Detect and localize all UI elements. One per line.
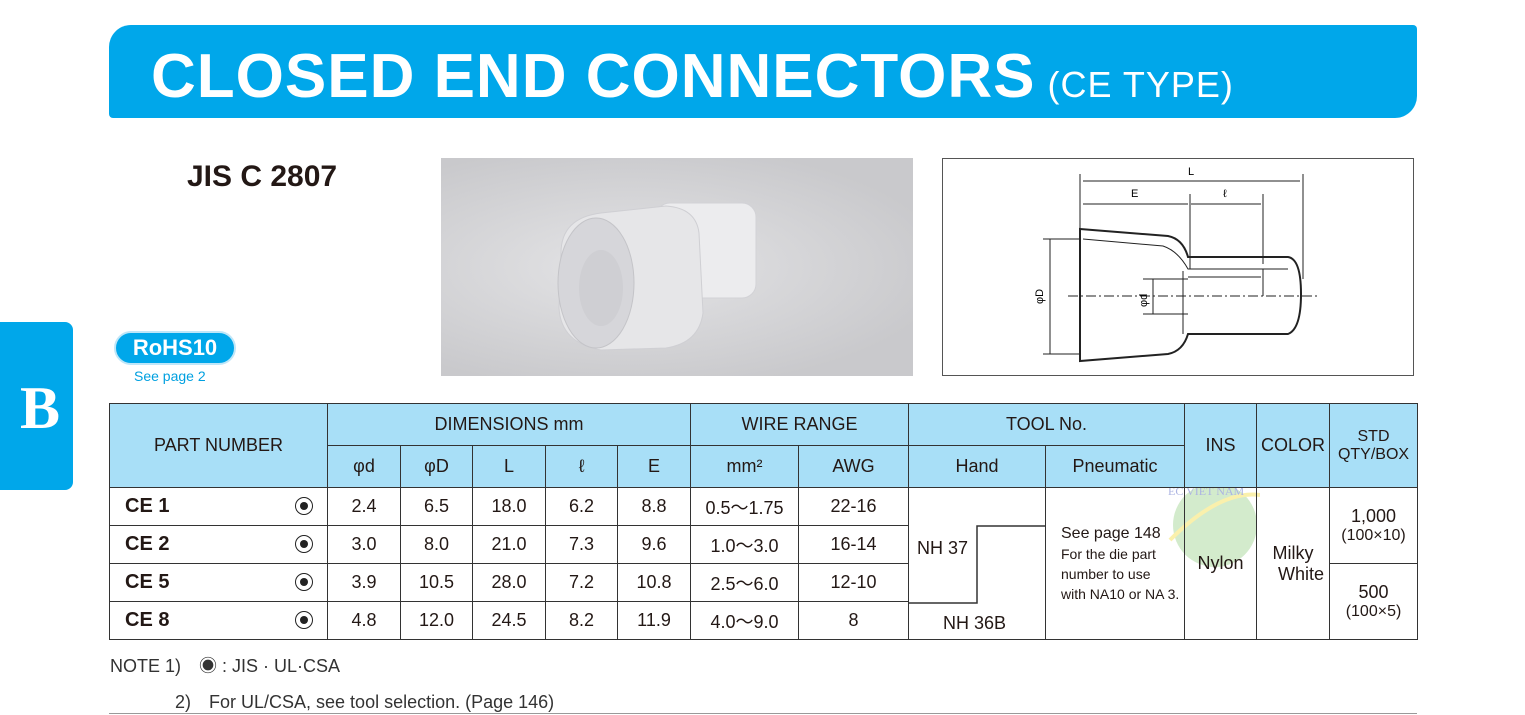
hand-tool-b: NH 36B (943, 613, 1007, 633)
header-L: L (472, 445, 546, 488)
header-part-number: PART NUMBER (109, 403, 328, 488)
header-pneumatic: Pneumatic (1045, 445, 1185, 488)
title-banner: CLOSED END CONNECTORS(CE TYPE) (109, 25, 1417, 118)
label-D: φD (1034, 289, 1046, 304)
label-d: φd (1138, 294, 1150, 307)
cell-d: 2.4 (327, 487, 401, 526)
label-E: E (1131, 188, 1138, 200)
cell-l: 8.2 (545, 601, 618, 640)
part-number: CE 5 (109, 563, 328, 602)
pneumatic-see-page: See page 148 (1061, 524, 1161, 542)
label-L: L (1188, 166, 1194, 178)
pneumatic-note: For the die part (1061, 545, 1156, 562)
certification-mark-icon (295, 497, 313, 515)
cell-mm2: 1.0〜3.0 (690, 525, 799, 564)
header-d: φd (327, 445, 401, 488)
cell-D: 12.0 (400, 601, 473, 640)
spec-table: PART NUMBER DIMENSIONS mm WIRE RANGE TOO… (109, 403, 1418, 640)
cell-E: 9.6 (617, 525, 691, 564)
cell-l: 6.2 (545, 487, 618, 526)
ins-cell: Nylon (1184, 487, 1257, 640)
pneumatic-note: number to use (1061, 565, 1151, 582)
cell-awg: 16-14 (798, 525, 909, 564)
cell-D: 6.5 (400, 487, 473, 526)
cell-awg: 12-10 (798, 563, 909, 602)
page-title: CLOSED END CONNECTORS(CE TYPE) (151, 42, 1234, 111)
part-number: CE 1 (109, 487, 328, 526)
cell-E: 11.9 (617, 601, 691, 640)
header-l: ℓ (545, 445, 618, 488)
pneumatic-note: with NA10 or NA 3. (1061, 585, 1180, 602)
cell-mm2: 2.5〜6.0 (690, 563, 799, 602)
cell-d: 3.9 (327, 563, 401, 602)
certification-mark-icon (295, 573, 313, 591)
cell-L: 21.0 (472, 525, 546, 564)
cell-D: 10.5 (400, 563, 473, 602)
header-D: φD (400, 445, 473, 488)
cell-mm2: 0.5〜1.75 (690, 487, 799, 526)
hand-tool-cell: NH 37 NH 36B (908, 487, 1046, 640)
rohs-badge: RoHS10 (114, 331, 236, 365)
cell-L: 24.5 (472, 601, 546, 640)
cell-L: 28.0 (472, 563, 546, 602)
header-dimensions: DIMENSIONS mm (327, 403, 691, 446)
cell-l: 7.2 (545, 563, 618, 602)
header-awg: AWG (798, 445, 909, 488)
section-tab: B (0, 322, 73, 490)
cell-mm2: 4.0〜9.0 (690, 601, 799, 640)
page-subtitle: (CE TYPE) (1047, 64, 1234, 105)
rohs-see-page-link[interactable]: See page 2 (134, 368, 206, 384)
part-number: CE 2 (109, 525, 328, 564)
qty-cell: 1,000(100×10) (1329, 487, 1418, 564)
cell-awg: 22-16 (798, 487, 909, 526)
certification-mark-icon (295, 535, 313, 553)
product-photo (441, 158, 913, 376)
ins-value: Nylon (1197, 553, 1244, 573)
cell-d: 4.8 (327, 601, 401, 640)
header-ins: INS (1184, 403, 1257, 488)
cell-E: 8.8 (617, 487, 691, 526)
note-1: NOTE 1) ◉ : JIS · UL·CSA (110, 656, 341, 676)
cell-l: 7.3 (545, 525, 618, 564)
cell-L: 18.0 (472, 487, 546, 526)
cell-D: 8.0 (400, 525, 473, 564)
cell-E: 10.8 (617, 563, 691, 602)
label-l: ℓ (1223, 188, 1227, 200)
cell-awg: 8 (798, 601, 909, 640)
header-wire-range: WIRE RANGE (690, 403, 909, 446)
header-color: COLOR (1256, 403, 1330, 488)
header-std-qty: STD QTY/BOX (1329, 403, 1418, 488)
header-mm2: mm² (690, 445, 799, 488)
header-E: E (617, 445, 691, 488)
note-2: 2) For UL/CSA, see tool selection. (Page… (175, 692, 555, 712)
cell-d: 3.0 (327, 525, 401, 564)
header-tool: TOOL No. (908, 403, 1185, 446)
standard-label: JIS C 2807 (187, 160, 338, 193)
header-hand: Hand (908, 445, 1046, 488)
bottom-divider (109, 713, 1417, 714)
dimension-drawing: L E ℓ φD φd (942, 158, 1414, 376)
hand-tool-a: NH 37 (917, 538, 969, 558)
pneumatic-cell: See page 148 For the die part number to … (1045, 487, 1185, 640)
part-number: CE 8 (109, 601, 328, 640)
qty-cell: 500(100×5) (1329, 563, 1418, 640)
certification-mark-icon (295, 611, 313, 629)
